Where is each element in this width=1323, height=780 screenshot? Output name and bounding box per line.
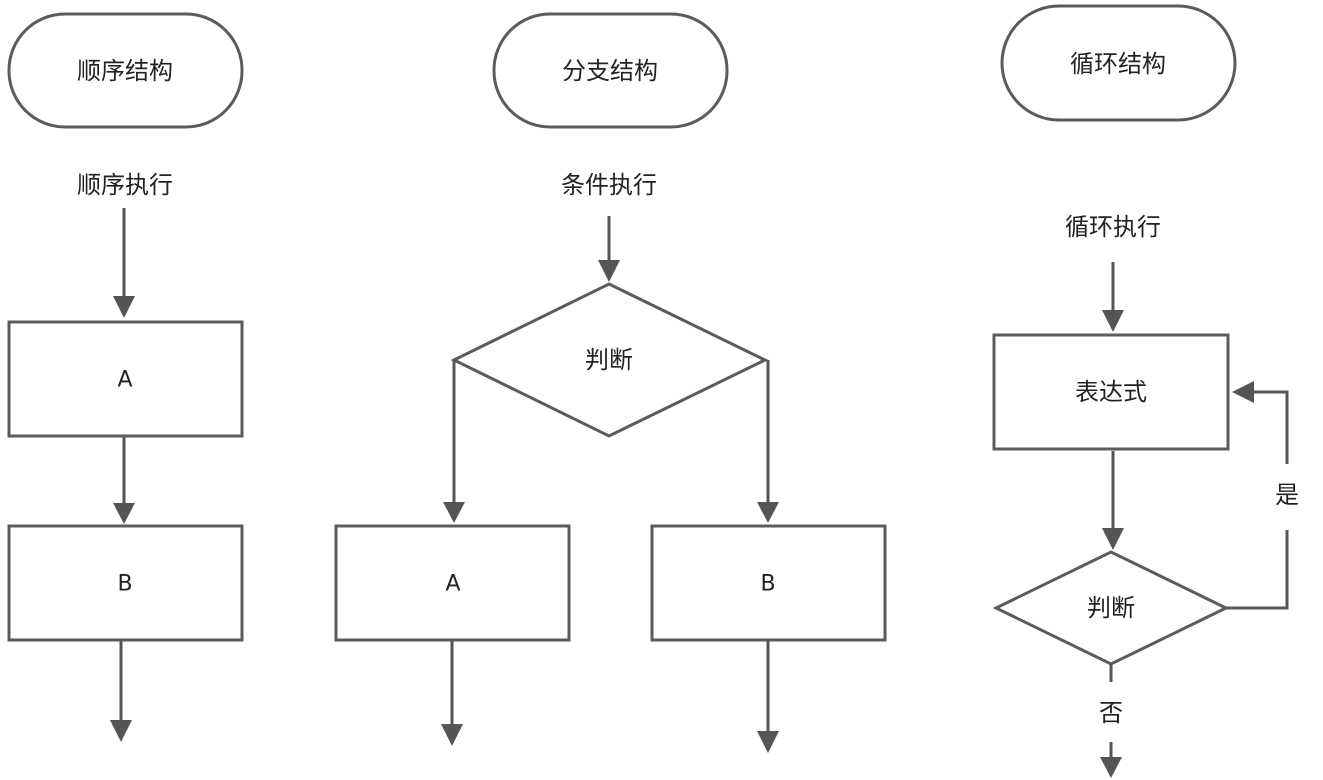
loop-no-arrow-head xyxy=(1100,757,1122,778)
branch-arrow-right-head xyxy=(757,502,779,523)
branch-decision-diamond xyxy=(450,282,769,438)
branch-box-a xyxy=(334,524,571,642)
sequence-box-a xyxy=(7,320,244,438)
sequence-arrow-3-head xyxy=(110,720,132,742)
sequence-box-b xyxy=(7,524,244,642)
loop-yes-label: 是 xyxy=(1275,481,1299,509)
branch-box-b xyxy=(650,524,887,642)
branch-decision-label: 判断 xyxy=(585,346,633,374)
loop-title-terminator xyxy=(1000,4,1237,122)
loop-arrow-in-head xyxy=(1102,310,1124,332)
sequence-title: 顺序结构 xyxy=(77,57,173,85)
loop-decision-label: 判断 xyxy=(1087,594,1135,622)
loop-subtitle: 循环执行 xyxy=(1065,213,1161,241)
sequence-box-b-label: B xyxy=(117,572,132,597)
sequence-structure: 顺序结构 顺序执行 A B xyxy=(7,12,244,742)
loop-process-box xyxy=(992,333,1230,451)
sequence-title-terminator xyxy=(7,12,244,129)
branch-box-b-label: B xyxy=(760,572,775,597)
branch-arrow-a-out-head xyxy=(441,724,463,746)
sequence-box-a-label: A xyxy=(117,368,132,393)
loop-title: 循环结构 xyxy=(1070,50,1166,78)
loop-process-label: 表达式 xyxy=(1075,378,1147,406)
branch-box-a-label: A xyxy=(445,572,460,597)
branch-arrow-in-head xyxy=(598,260,620,282)
branch-title: 分支结构 xyxy=(562,57,658,85)
loop-yes-arrow-head xyxy=(1232,381,1254,403)
branch-title-terminator xyxy=(492,12,729,129)
branch-subtitle: 条件执行 xyxy=(561,171,657,199)
loop-no-label: 否 xyxy=(1099,699,1123,727)
sequence-arrow-1-head xyxy=(113,296,135,318)
sequence-subtitle: 顺序执行 xyxy=(77,171,173,199)
loop-structure: 循环结构 循环执行 表达式 判断 是 否 xyxy=(992,4,1299,778)
loop-arrow-mid-head xyxy=(1102,528,1124,550)
branch-arrow-b-out-head xyxy=(757,731,779,753)
sequence-arrow-2-head xyxy=(113,503,135,524)
branch-arrow-left-head xyxy=(443,502,465,523)
loop-yes-line-upper xyxy=(1252,390,1289,464)
loop-yes-line-lower xyxy=(1226,530,1289,610)
branch-structure: 分支结构 条件执行 判断 A B xyxy=(334,12,887,753)
